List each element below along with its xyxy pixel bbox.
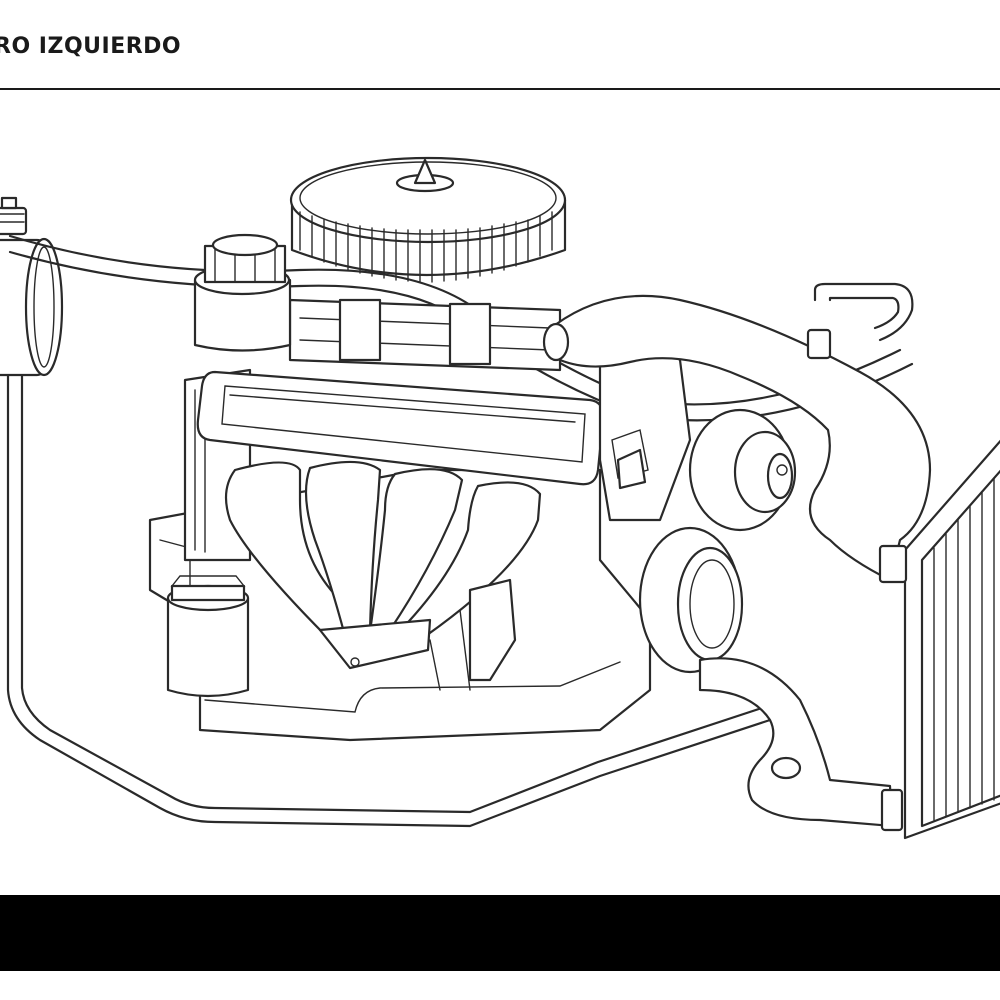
air-cleaner bbox=[289, 156, 567, 283]
water-pump bbox=[598, 338, 692, 522]
distributor bbox=[193, 233, 292, 352]
bypass-hose bbox=[806, 282, 914, 360]
radiator bbox=[878, 439, 1000, 840]
upper-radiator-hose bbox=[542, 294, 932, 582]
oil-filter bbox=[166, 575, 250, 698]
intake-manifold bbox=[288, 298, 562, 372]
lower-radiator-hose bbox=[698, 657, 904, 832]
coolant-reservoir bbox=[0, 196, 64, 377]
page-title: RO IZQUIERDO bbox=[0, 34, 182, 59]
header-divider bbox=[0, 88, 1000, 90]
exhaust-header bbox=[224, 460, 542, 670]
engine-mount bbox=[429, 578, 517, 691]
footer-band bbox=[0, 895, 1000, 971]
crank-pulley bbox=[638, 526, 744, 674]
valve-cover bbox=[196, 370, 605, 486]
fan-pulley bbox=[688, 408, 797, 532]
